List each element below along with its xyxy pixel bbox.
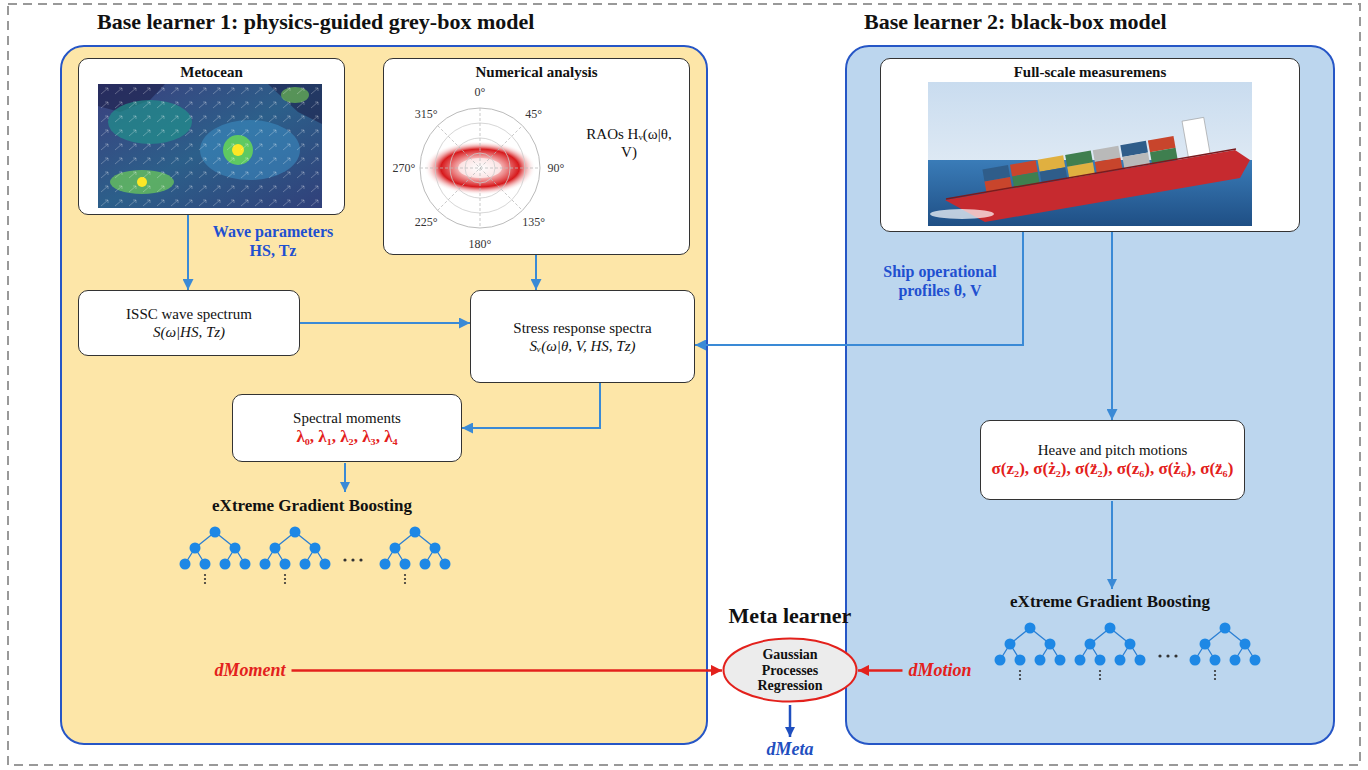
- flow-arrow: [300, 322, 470, 324]
- metocean-map: [98, 84, 322, 208]
- edge-label: Wave parameters HS, Tz: [203, 222, 343, 260]
- output-label: dMeta: [767, 739, 814, 761]
- rao-polar-plot: [420, 108, 540, 228]
- node-title: Metocean: [180, 63, 242, 81]
- node-title: Heave and pitch motions: [1038, 441, 1188, 459]
- learner-panel: Metocean Numerical analysisRAOs Hᵥ(ω|θ, V…: [60, 45, 708, 745]
- model-label: eXtreme Gradient Boosting: [1010, 592, 1210, 612]
- edge-label: dMotion: [908, 660, 971, 682]
- flow-arrow: [535, 255, 537, 290]
- flow-arrow: [187, 215, 189, 290]
- ship-photo: [928, 82, 1252, 226]
- process-box: ISSC wave spectrumS(ω|HS, Tz): [78, 290, 300, 356]
- ellipse-shape: [724, 639, 857, 702]
- model-label: eXtreme Gradient Boosting: [212, 496, 412, 516]
- learner-panel: Full-scale measuremensHeave and pitch mo…: [845, 45, 1335, 745]
- flow-arrow: [695, 232, 1023, 345]
- process-box: Stress response spectraSᵥ(ω|θ, V, HS, Tz…: [470, 290, 695, 383]
- node-title: Stress response spectra: [513, 319, 651, 337]
- feature-box: Spectral momentsλ₀, λ₁, λ₂, λ₃, λ₄: [232, 394, 462, 462]
- node-body: S(ω|HS, Tz): [153, 323, 225, 341]
- meta-learner-ellipse: Meta learnerGaussian Processes Regressio…: [710, 603, 870, 703]
- prediction-arrow: [858, 669, 902, 672]
- node-title: Base learner 1: physics-guided grey-box …: [97, 9, 534, 35]
- angle-label: 0°: [475, 85, 486, 99]
- node-body: σ(z₂), σ(ż₂), σ(z̈₂), σ(z₆), σ(ż₆), σ(…: [992, 459, 1234, 479]
- xgboost-trees: [180, 527, 1261, 681]
- frame-border: [8, 4, 1360, 765]
- angle-label: 135°: [522, 215, 545, 229]
- ellipse-outline: Gaussian Processes Regression: [722, 637, 858, 703]
- node-title: Numerical analysis: [475, 63, 597, 81]
- edge-label: Ship operational profiles θ, V: [865, 262, 1015, 300]
- node-body: RAOs Hᵥ(ω|θ, V): [579, 125, 679, 161]
- node-title: Spectral moments: [293, 409, 401, 427]
- angle-label: 225°: [415, 215, 438, 229]
- edge-label: dMoment: [214, 660, 285, 682]
- flow-arrows: [345, 463, 1112, 737]
- node-title: ISSC wave spectrum: [126, 305, 252, 323]
- angle-label: 180°: [469, 237, 492, 251]
- node-body: Sᵥ(ω|θ, V, HS, Tz): [529, 337, 635, 355]
- source-box: Full-scale measuremens: [880, 58, 1300, 232]
- flow-arrow: [1111, 232, 1113, 420]
- source-box: Metocean: [78, 58, 345, 215]
- node-title: Full-scale measuremens: [1014, 63, 1167, 81]
- prediction-arrow: [292, 669, 723, 672]
- node-body: Gaussian Processes Regression: [742, 647, 838, 693]
- angle-label: 45°: [525, 107, 542, 121]
- angle-label: 315°: [415, 107, 438, 121]
- node-body: λ₀, λ₁, λ₂, λ₃, λ₄: [296, 427, 397, 447]
- node-title: Meta learner: [729, 603, 852, 629]
- angle-label: 90°: [548, 161, 565, 175]
- feature-box: Heave and pitch motionsσ(z₂), σ(ż₂), σ(…: [980, 420, 1245, 500]
- flow-arrow: [462, 383, 600, 428]
- node-title: Base learner 2: black-box model: [864, 9, 1167, 35]
- angle-label: 270°: [393, 161, 416, 175]
